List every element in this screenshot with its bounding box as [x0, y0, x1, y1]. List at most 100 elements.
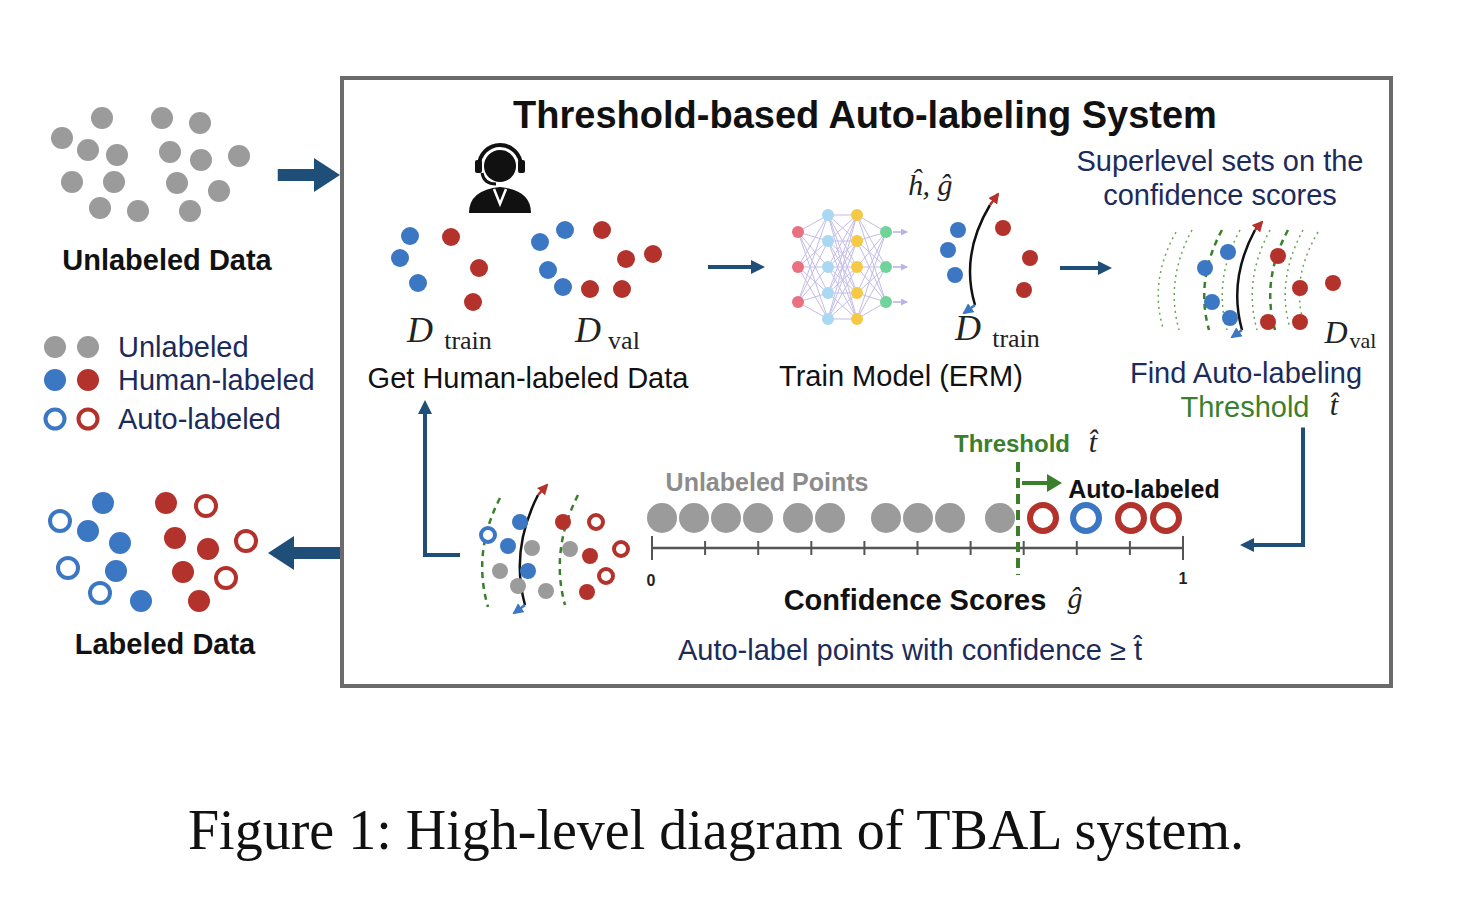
neural-network [893, 301, 907, 303]
superlevel-sets [1299, 232, 1318, 320]
input-pool: Unlabeled Data [40, 95, 278, 281]
neural-network [792, 209, 907, 325]
data-point [614, 542, 628, 556]
data-point [582, 548, 598, 564]
data-point [613, 280, 631, 298]
data-point [935, 503, 965, 533]
data-point [617, 250, 635, 268]
data-point [538, 583, 554, 599]
data-point [520, 563, 536, 579]
confidence-axis [1129, 541, 1131, 555]
superlevel-sets [1237, 230, 1255, 330]
data-point [531, 233, 549, 251]
math-symbol: t̂ [1089, 427, 1097, 457]
step-label: Auto-label points with confidence ≥ t̂ [678, 636, 1142, 665]
step-label: Get Human-labeled Data [368, 364, 689, 393]
data-point [228, 145, 250, 167]
data-point [127, 200, 149, 222]
data-point [871, 503, 901, 533]
superlevel-sets [1270, 230, 1288, 330]
output-pool: Labeled Data [40, 480, 268, 665]
data-point [950, 222, 966, 238]
math-subscript: train [444, 328, 492, 354]
legend-dot [77, 369, 99, 391]
group-label: Unlabeled Points [666, 470, 869, 495]
data-point [743, 503, 773, 533]
data-point [711, 503, 741, 533]
data-point [164, 527, 186, 549]
data-point [481, 528, 495, 542]
math-subscript: val [608, 328, 640, 354]
data-point [1204, 294, 1220, 310]
data-point [166, 172, 188, 194]
threshold-label: Threshold [1181, 393, 1310, 422]
data-point [50, 511, 70, 531]
data-point [470, 259, 488, 277]
data-point [90, 583, 110, 603]
confidence-axis [917, 541, 919, 555]
neural-network [851, 261, 863, 273]
data-point [599, 569, 613, 583]
data-point [644, 245, 662, 263]
neural-network [851, 235, 863, 247]
neural-network [851, 287, 863, 299]
data-point [579, 584, 595, 600]
data-point [77, 139, 99, 161]
flow-arrow [425, 414, 460, 555]
legend-label: Human-labeled [118, 366, 315, 395]
data-point [188, 590, 210, 612]
flow-arrow [708, 265, 751, 269]
auto-labeled-boundary [514, 605, 525, 613]
data-point [109, 532, 131, 554]
data-point [130, 590, 152, 612]
data-point [1197, 260, 1213, 276]
pool-label: Labeled Data [75, 630, 256, 659]
data-point [995, 220, 1011, 236]
superlevel-sets [1232, 330, 1242, 337]
process-step: Superlevel sets on the confidence scores… [1112, 140, 1384, 428]
data-point [783, 503, 813, 533]
step-note: Superlevel sets on the confidence scores [1074, 144, 1366, 212]
confidence-axis [1023, 541, 1025, 555]
threshold-label: Threshold [954, 432, 1070, 456]
process-step: ĥ, ĝDtrainTrain Model (ERM) [765, 165, 1060, 400]
data-point [103, 171, 125, 193]
data-point [197, 538, 219, 560]
process-step: DtrainDvalGet Human-labeled Data [352, 205, 708, 400]
data-point [1270, 248, 1286, 264]
data-point [391, 249, 409, 267]
data-point [985, 503, 1015, 533]
data-point [105, 560, 127, 582]
flow-arrow [1254, 428, 1303, 546]
data-point [51, 127, 73, 149]
decision-boundary [990, 194, 998, 205]
confidence-axis [757, 541, 759, 555]
axis-tick-label: 0 [647, 573, 656, 589]
threshold-line [1047, 474, 1062, 492]
data-point [236, 531, 256, 551]
data-point [815, 503, 845, 533]
data-point [1030, 505, 1056, 531]
auto-labeled-boundary [538, 485, 547, 495]
annotator-icon [475, 160, 482, 173]
math-symbol: t̂ [1330, 390, 1338, 420]
confidence-axis [651, 536, 653, 560]
data-point [1222, 310, 1238, 326]
math-symbol: ĥ, ĝ [908, 170, 953, 200]
step-label: Train Model (ERM) [779, 362, 1023, 391]
data-point [940, 242, 956, 258]
legend-dot [44, 336, 66, 358]
group-label: Auto-labeled [1068, 477, 1219, 502]
data-point [189, 112, 211, 134]
data-point [77, 520, 99, 542]
axis-title: Confidence Scores [784, 586, 1047, 615]
data-point [159, 141, 181, 163]
neural-network [792, 261, 804, 273]
auto-labeled-boundary [482, 498, 500, 607]
legend-label: Auto-labeled [118, 405, 281, 434]
neural-network [822, 313, 834, 325]
flow-arrow [294, 547, 340, 559]
math-subscript: val [1350, 330, 1377, 352]
